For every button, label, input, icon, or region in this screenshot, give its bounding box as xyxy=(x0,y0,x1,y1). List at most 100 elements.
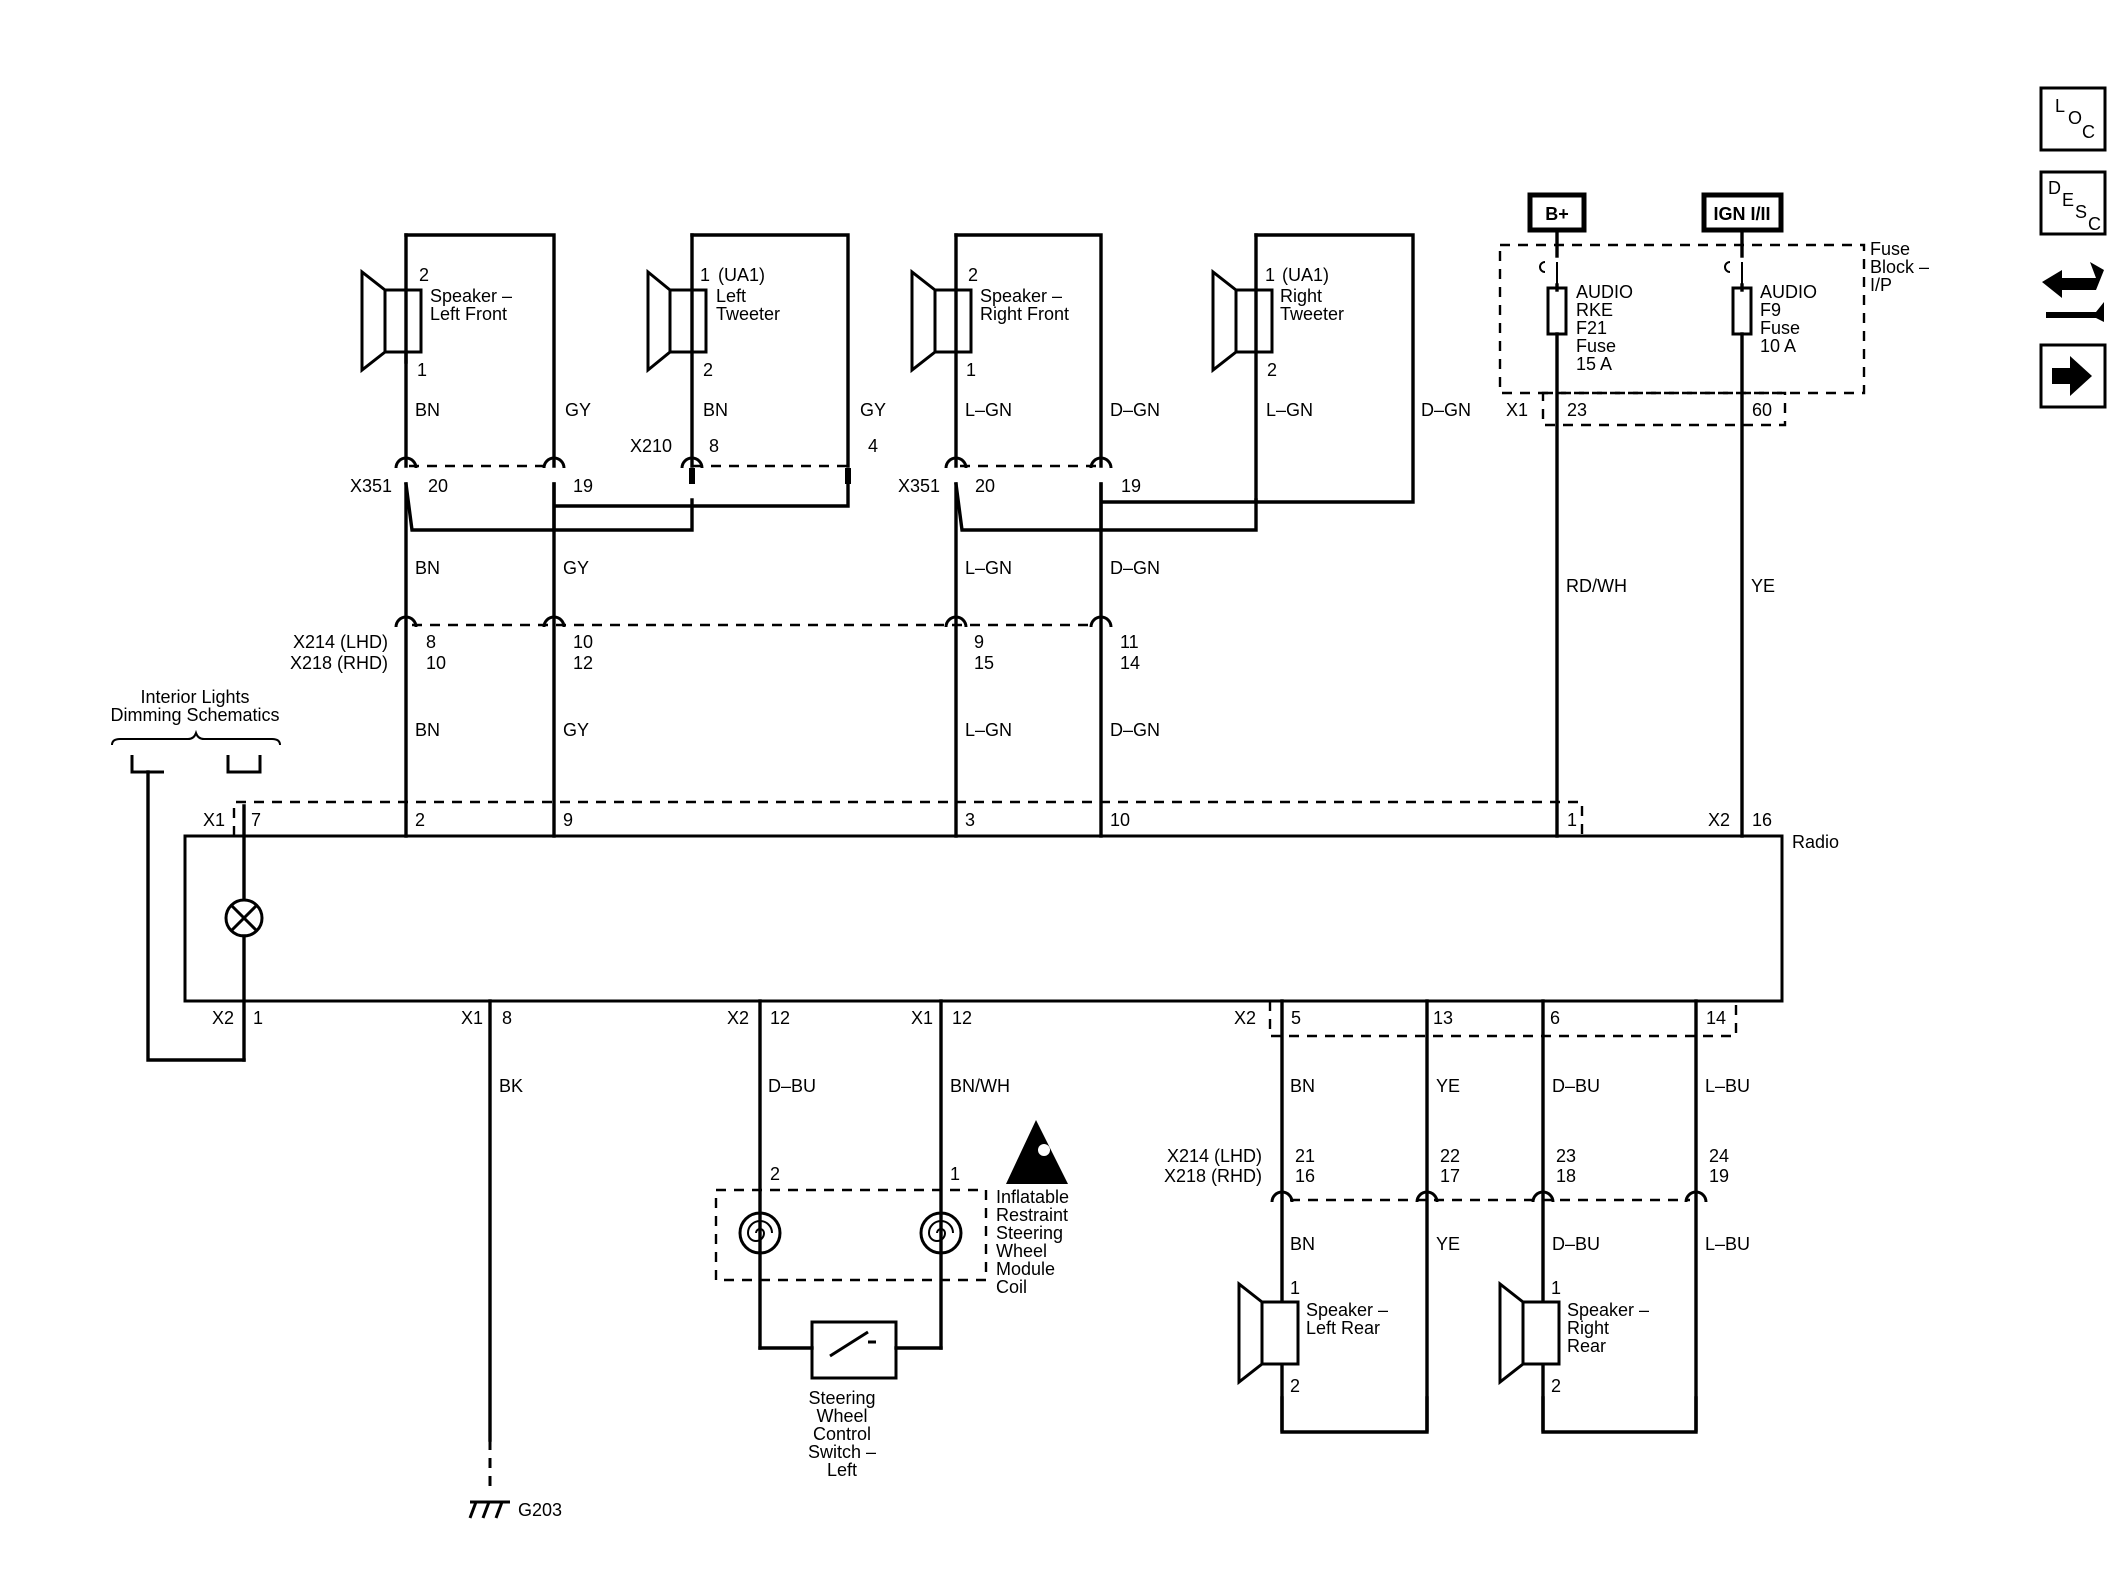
conn-x214: X214 (LHD) xyxy=(293,632,388,652)
arrow-right-icon[interactable] xyxy=(2039,343,2107,409)
pin: 9 xyxy=(563,810,573,830)
conn-x2: X2 xyxy=(727,1008,749,1028)
power-ign: IGN I/II xyxy=(1713,204,1770,224)
lt-pin-top: 1 xyxy=(700,265,710,285)
pin: 2 xyxy=(415,810,425,830)
wire-gy: GY xyxy=(860,400,886,420)
conn-x1: X1 xyxy=(461,1008,483,1028)
pin: 19 xyxy=(1709,1166,1729,1186)
wire-bn: BN xyxy=(415,400,440,420)
pin: 23 xyxy=(1567,400,1587,420)
pin: 19 xyxy=(1121,476,1141,496)
ground-symbol: G203 xyxy=(468,1500,562,1520)
desc-letter: C xyxy=(2088,214,2101,234)
wire-gy: GY xyxy=(563,558,589,578)
pin: 13 xyxy=(1433,1008,1453,1028)
loc-letter: L xyxy=(2055,96,2065,116)
pin: 12 xyxy=(952,1008,972,1028)
wire-bnwh: BN/WH xyxy=(950,1076,1010,1096)
wire-dbu: D–BU xyxy=(768,1076,816,1096)
wire-bn: BN xyxy=(1290,1076,1315,1096)
pin: 1 xyxy=(1567,810,1577,830)
pin: 3 xyxy=(965,810,975,830)
rt-pin-bottom: 2 xyxy=(1267,360,1277,380)
nav-icon-desc[interactable]: D E S C xyxy=(2039,170,2107,236)
conn-x1: X1 xyxy=(911,1008,933,1028)
wire-bn: BN xyxy=(703,400,728,420)
pin: 15 xyxy=(974,653,994,673)
speaker-lr-label: Speaker –Left Rear xyxy=(1306,1300,1388,1338)
pin: 24 xyxy=(1709,1146,1729,1166)
pin: 20 xyxy=(428,476,448,496)
conn-x1: X1 xyxy=(203,810,225,830)
wire-bn: BN xyxy=(1290,1234,1315,1254)
lf-pin-bottom: 1 xyxy=(417,360,427,380)
pin: 2 xyxy=(1551,1376,1561,1396)
pin: 16 xyxy=(1752,810,1772,830)
conn-x2: X2 xyxy=(212,1008,234,1028)
pin: 7 xyxy=(251,810,261,830)
wire-ye: YE xyxy=(1436,1076,1460,1096)
pin: 8 xyxy=(426,632,436,652)
wire-dbu: D–BU xyxy=(1552,1234,1600,1254)
connector-x214-lower: X214 (LHD) X218 (RHD) 21 16 22 17 23 18 … xyxy=(1164,1146,1729,1203)
wrench-arrows-icon[interactable] xyxy=(2042,262,2104,322)
pin: 8 xyxy=(709,436,719,456)
nav-icon-loc[interactable]: L O C xyxy=(2039,86,2107,152)
wire-lgn: L–GN xyxy=(1266,400,1313,420)
wire-rdwh: RD/WH xyxy=(1566,576,1627,596)
pin: 11 xyxy=(1120,632,1139,652)
wire-lbu: L–BU xyxy=(1705,1234,1750,1254)
conn-x351: X351 xyxy=(350,476,392,496)
wire-dbu: D–BU xyxy=(1552,1076,1600,1096)
wire-bk: BK xyxy=(499,1076,523,1096)
rf-label: Speaker –Right Front xyxy=(980,286,1069,324)
pin: 18 xyxy=(1556,1166,1576,1186)
rf-pin-top: 2 xyxy=(968,265,978,285)
pin: 4 xyxy=(868,436,878,456)
wire-dgn: D–GN xyxy=(1110,558,1160,578)
pin: 17 xyxy=(1440,1166,1460,1186)
pin: 1 xyxy=(253,1008,263,1028)
wire-dgn: D–GN xyxy=(1110,720,1160,740)
rt-pin-top: 1 xyxy=(1265,265,1275,285)
pin: 1 xyxy=(1290,1278,1300,1298)
pin: 20 xyxy=(975,476,995,496)
lf-speaker-label: Speaker –Left Front xyxy=(430,286,512,324)
pin: 2 xyxy=(1290,1376,1300,1396)
conn-x351: X351 xyxy=(898,476,940,496)
speaker-left-rear: 1 2 Speaker –Left Rear xyxy=(1237,1278,1388,1396)
conn-x214: X214 (LHD) xyxy=(1167,1146,1262,1166)
wire-dgn: D–GN xyxy=(1421,400,1471,420)
wire-bn: BN xyxy=(415,720,440,740)
speaker-left-front: 2 1 Speaker –Left Front xyxy=(360,233,556,468)
wire-lgn: L–GN xyxy=(965,720,1012,740)
pin: 1 xyxy=(950,1164,960,1184)
wire-gy: GY xyxy=(563,720,589,740)
conn-x218: X218 (RHD) xyxy=(290,653,388,673)
pin: 14 xyxy=(1706,1008,1726,1028)
radio-label: Radio xyxy=(1792,832,1839,852)
conn-x218: X218 (RHD) xyxy=(1164,1166,1262,1186)
wire-bn: BN xyxy=(415,558,440,578)
pin: 2 xyxy=(770,1164,780,1184)
pin: 10 xyxy=(1110,810,1130,830)
wire-ye: YE xyxy=(1436,1234,1460,1254)
loc-letter: C xyxy=(2082,122,2095,142)
wire-ye: YE xyxy=(1751,576,1775,596)
connector-x214-upper: X214 (LHD) X218 (RHD) 8 10 10 12 9 15 11… xyxy=(290,615,1140,673)
wire-dgn: D–GN xyxy=(1110,400,1160,420)
